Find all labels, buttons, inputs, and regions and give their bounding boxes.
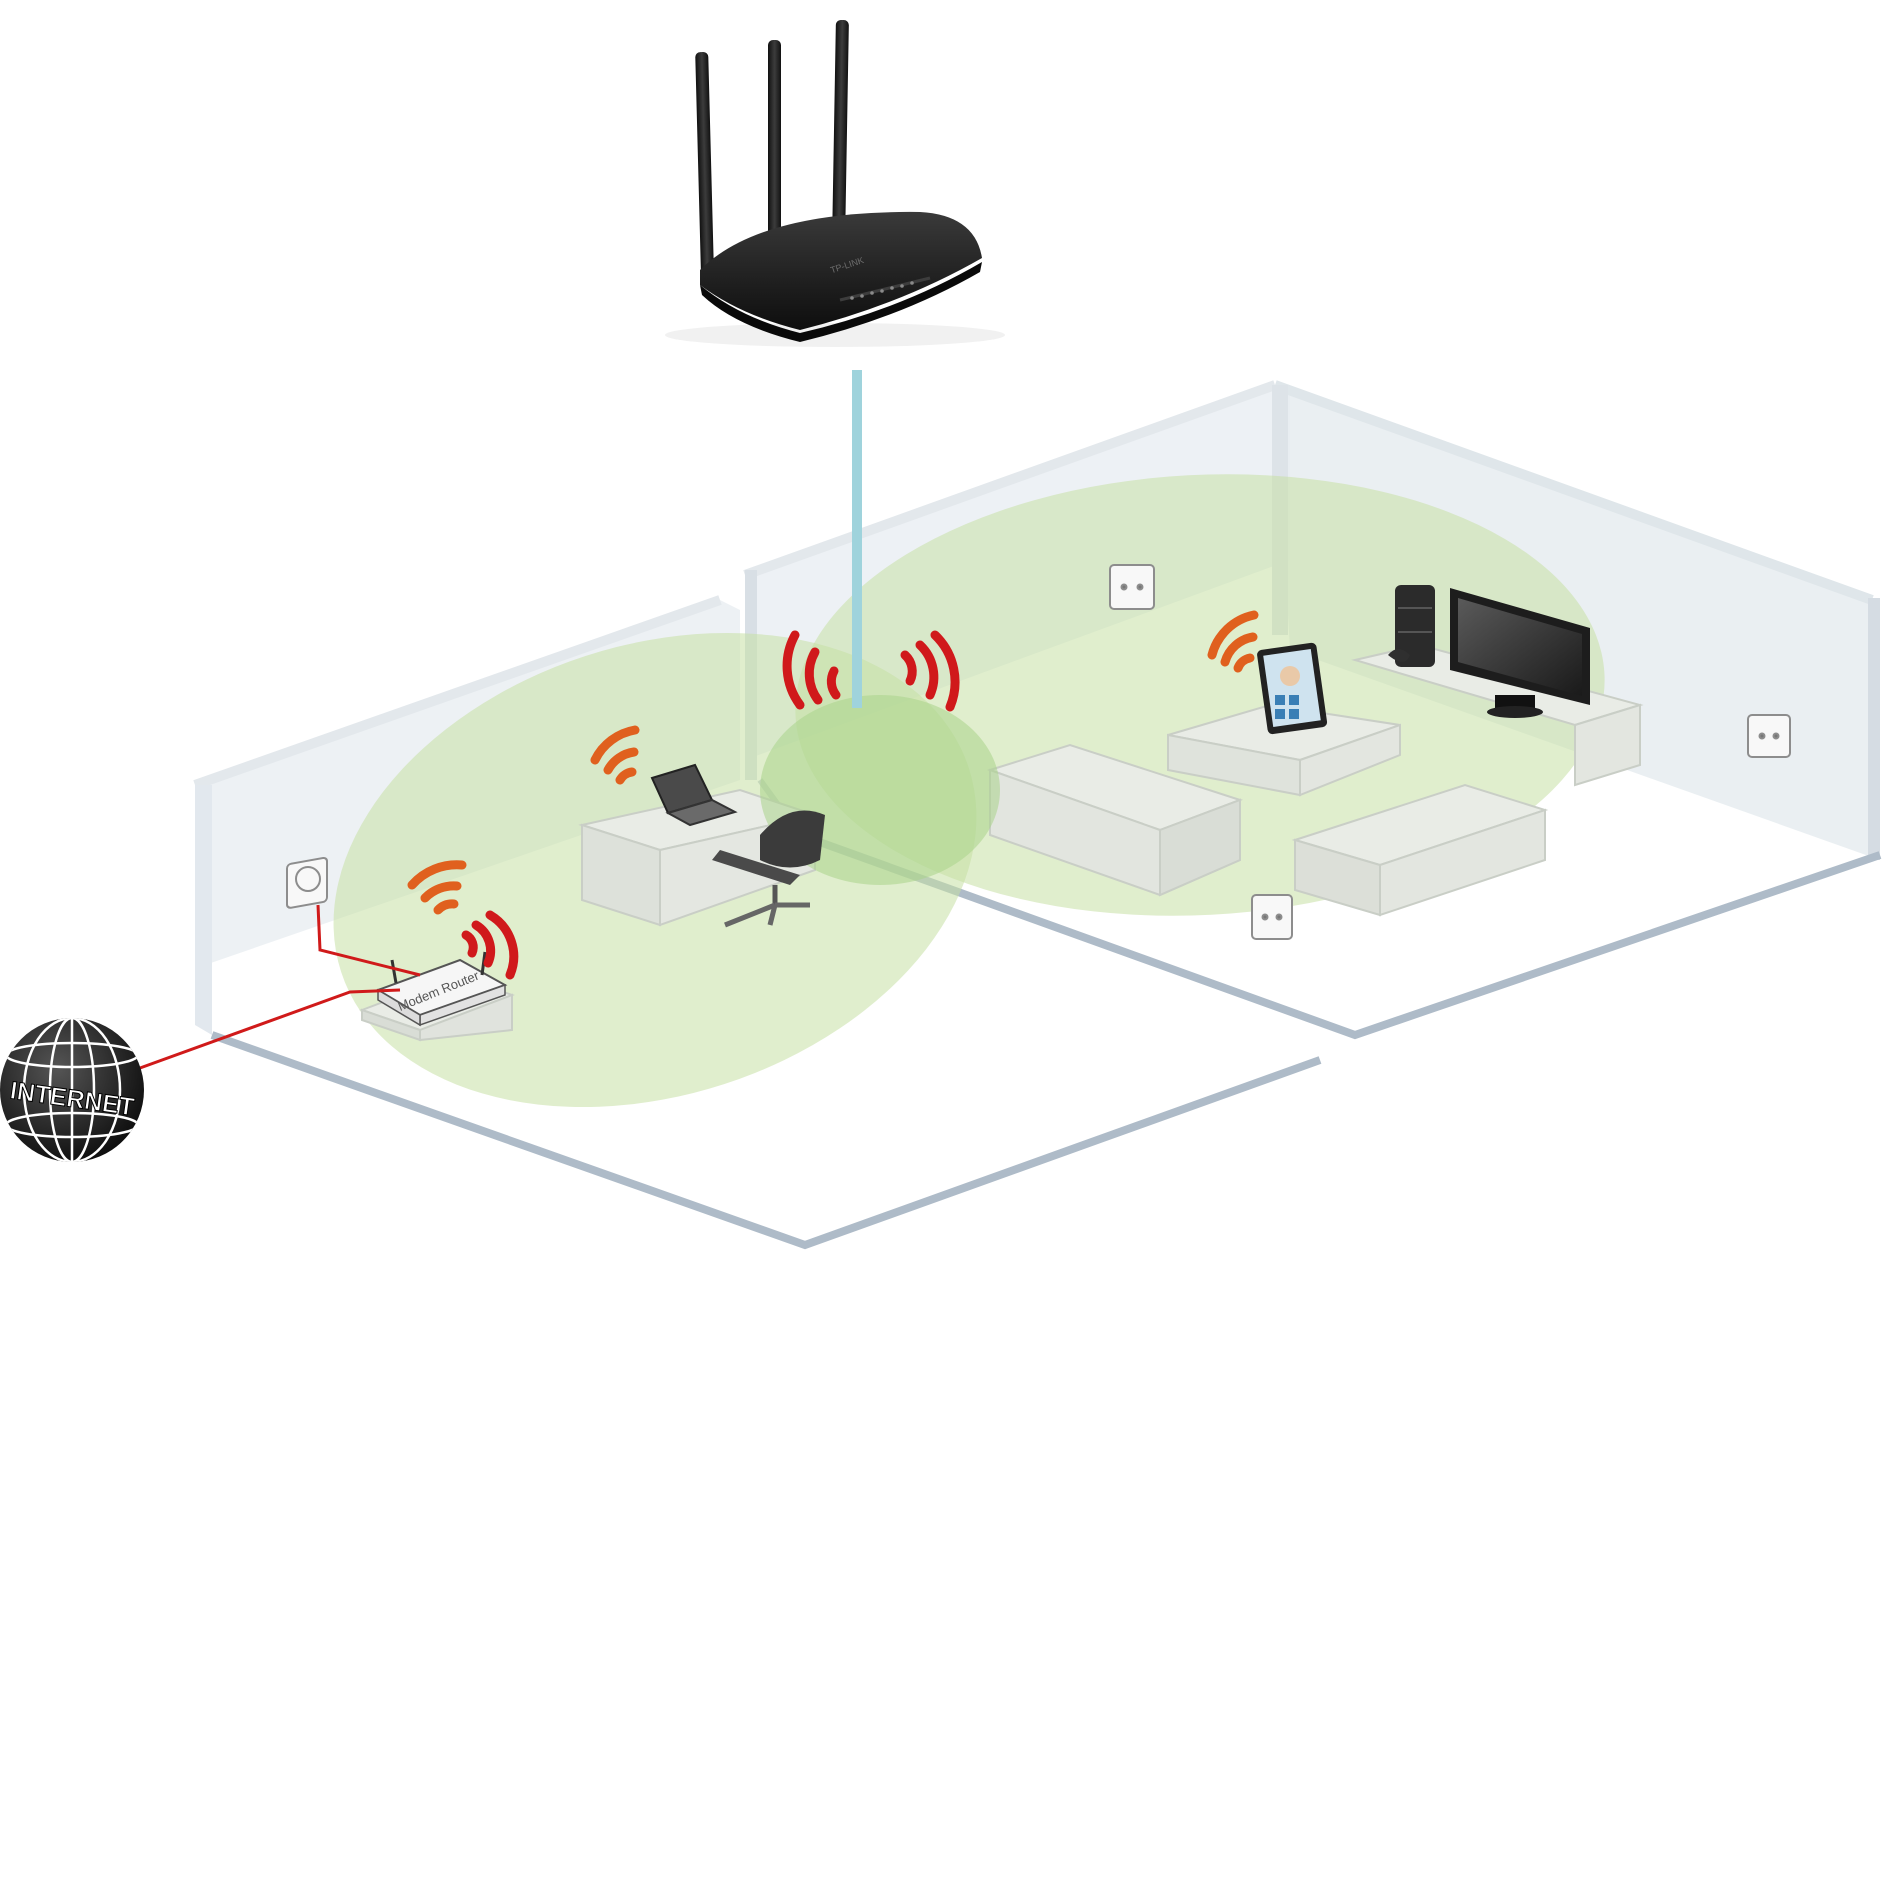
game-console [1388,585,1435,667]
wifi-icon-center-left [782,630,841,710]
wifi-icon-center-right [900,630,960,712]
sofa-right [1291,783,1549,917]
internet-globe: INTERNET [0,1018,144,1162]
wifi-icon-modem [407,860,467,915]
outlet-back [1109,564,1155,610]
outlet-floor [1251,894,1293,940]
left-room-side-wall [195,785,212,1035]
router-led-row [850,281,914,300]
wifi-symbols [407,610,1259,980]
television [1450,588,1590,718]
router-antenna-middle [768,40,781,265]
tablet [1257,642,1328,735]
outlet-right-wall [1747,714,1791,758]
office-chair [712,810,825,928]
router-antenna-left [695,51,714,277]
wifi-icon-modem-side [461,910,519,980]
cable-outlet-to-modem [316,904,421,977]
floor-edge-left [210,1031,1322,1250]
cable-modem-to-internet [139,988,401,1070]
outlet-left [286,856,328,909]
wifi-icon-laptop [590,725,640,785]
cables [139,904,421,1070]
floor-edge-right [798,831,1882,1040]
router-antenna-right [832,19,849,246]
sofa-left [986,743,1244,897]
laptop [650,763,738,827]
modem-router: Modem Router [375,951,508,1027]
tp-link-router: TP-LINK [665,19,1005,347]
wifi-icon-tablet [1207,610,1259,673]
wall-outlets [286,564,1791,940]
